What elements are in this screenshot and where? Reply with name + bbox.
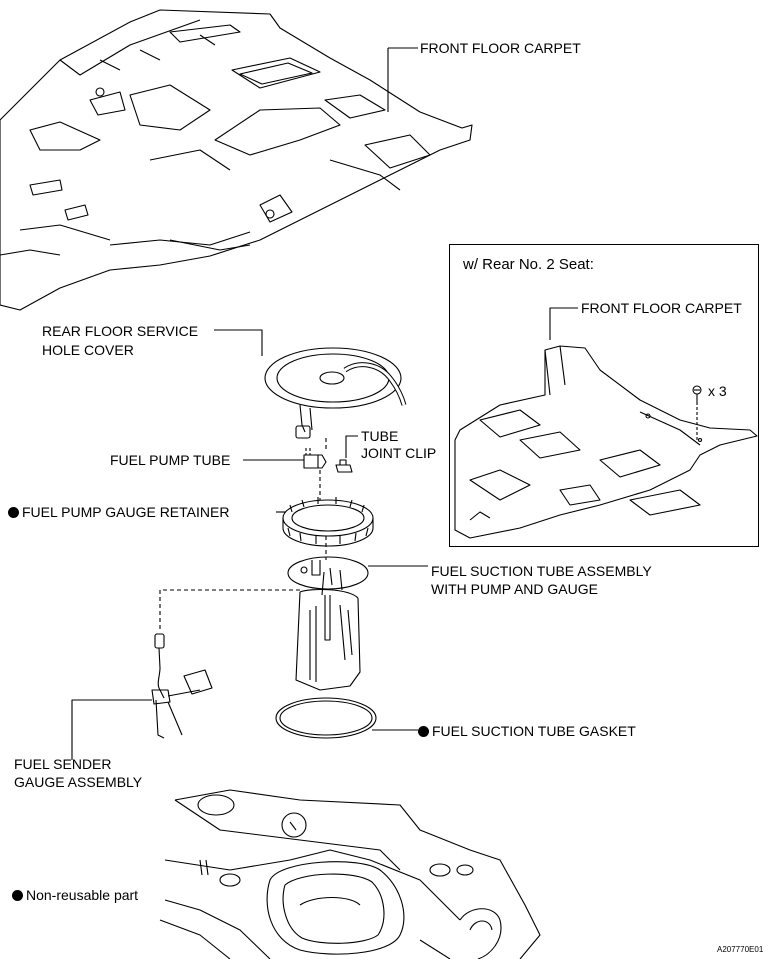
figure-code: A207770E01 [717,945,764,954]
fuel-suction-tube-gasket-drawing [275,697,377,739]
leader-inset-front-floor-carpet [549,307,578,340]
label-screw-quantity: x 3 [708,383,727,399]
alignment-lines [159,438,327,632]
fuel-suction-tube-assembly-drawing [287,556,369,691]
legend-non-reusable-text: Non-reusable part [26,887,139,903]
rear-floor-drawing [159,789,541,959]
label-tube-joint-clip-1: TUBE [361,428,399,444]
leader-tube-joint-clip [345,435,358,458]
label-fuel-sender-gauge-assembly-1: FUEL SENDER [14,756,112,772]
label-fuel-suction-tube-gasket-text: FUEL SUCTION TUBE GASKET [432,723,636,739]
label-fuel-suction-tube-assembly-1: FUEL SUCTION TUBE ASSEMBLY [431,563,652,579]
non-reusable-bullet-icon [418,726,429,737]
label-fuel-pump-gauge-retainer: FUEL PUMP GAUGE RETAINER [8,504,229,521]
label-fuel-pump-tube: FUEL PUMP TUBE [110,452,231,468]
label-rear-floor-service-hole-cover-2: HOLE COVER [42,342,134,358]
inset-frame [449,244,759,547]
label-fuel-suction-tube-assembly-2: WITH PUMP AND GAUGE [431,581,598,597]
leader-rear-floor-service-hole-cover [214,329,263,356]
leader-front-floor-carpet [387,47,418,112]
inset-drawing [454,345,758,539]
non-reusable-bullet-icon [8,507,19,518]
tube-joint-clip-drawing [335,459,353,473]
fuel-sender-gauge-drawing [151,633,213,739]
label-fuel-pump-gauge-retainer-text: FUEL PUMP GAUGE RETAINER [22,504,230,520]
gauge-retainer-drawing [282,497,374,547]
label-tube-joint-clip-2: JOINT CLIP [361,445,437,461]
legend-non-reusable: Non-reusable part [12,887,138,904]
service-hole-cover-drawing [264,347,407,439]
non-reusable-bullet-icon [12,890,23,901]
front-floor-carpet-drawing [0,9,473,311]
label-inset-front-floor-carpet: FRONT FLOOR CARPET [581,300,742,316]
label-fuel-sender-gauge-assembly-2: GAUGE ASSEMBLY [14,774,143,790]
label-fuel-suction-tube-gasket: FUEL SUCTION TUBE GASKET [418,723,636,740]
screw-icon [692,385,702,440]
label-rear-floor-service-hole-cover-1: REAR FLOOR SERVICE [42,323,199,339]
leader-fuel-sender-gauge-assembly [71,699,152,760]
inset-title: w/ Rear No. 2 Seat: [463,256,594,273]
label-front-floor-carpet: FRONT FLOOR CARPET [420,40,581,56]
fuel-pump-tube-drawing [303,448,327,469]
